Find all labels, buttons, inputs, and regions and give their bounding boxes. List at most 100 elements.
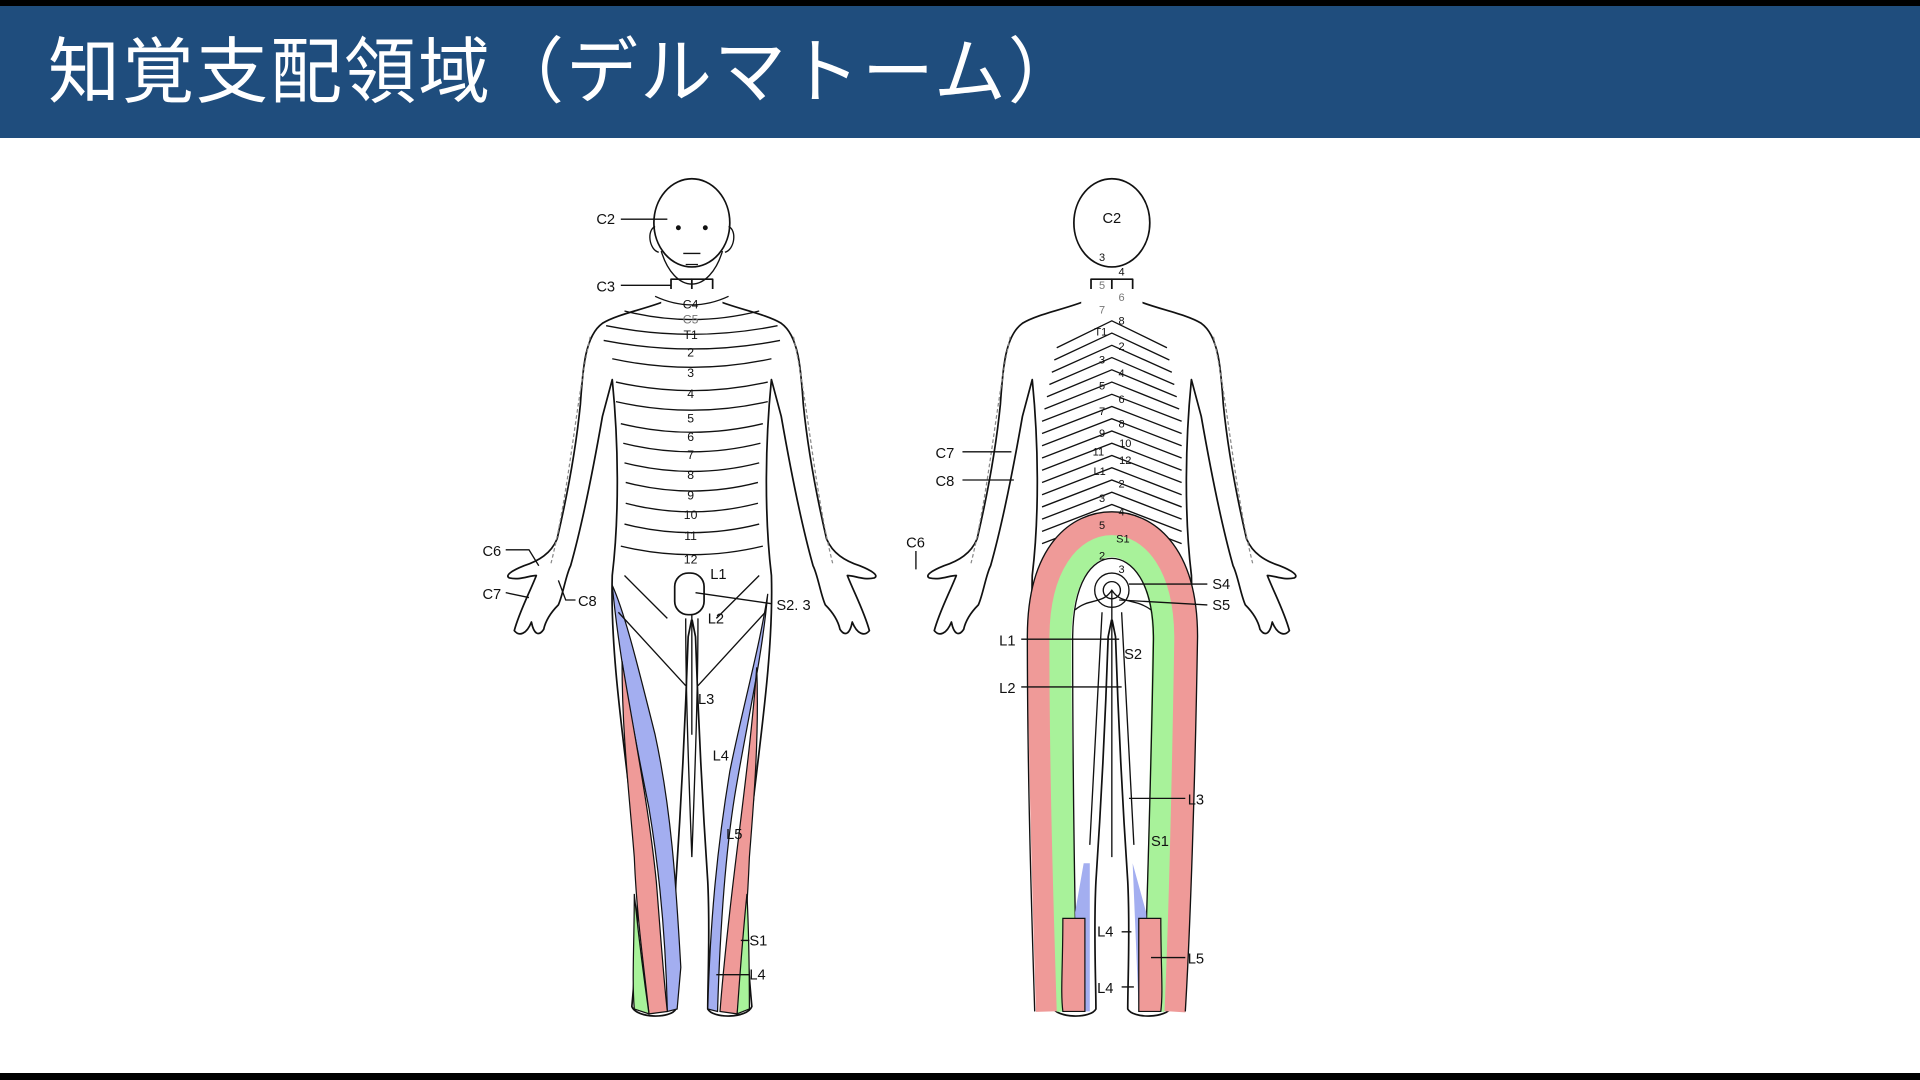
front-label-l2: L2 — [708, 611, 724, 627]
back-label-c4: 4 — [1119, 267, 1125, 279]
back-label-c6: 6 — [1119, 292, 1125, 304]
back-label-arm-c7: C7 — [936, 446, 955, 462]
front-label-t2: 2 — [687, 345, 694, 359]
back-label-t7: 7 — [1099, 406, 1105, 418]
front-leg-midline — [685, 614, 699, 858]
front-right-l4-region — [707, 593, 769, 1013]
front-eye-left — [675, 225, 681, 231]
back-label-l2: 2 — [1119, 478, 1125, 490]
dermatome-boundary — [654, 295, 729, 306]
front-label-t11: 11 — [684, 529, 697, 543]
back-label-arm-c8: C8 — [936, 474, 955, 490]
dermatome-boundary — [1041, 393, 1182, 422]
front-label-t10: 10 — [684, 508, 698, 522]
back-figure: C2 3 4 5 6 7 8 T1 2 3 4 5 6 7 8 9 10 11 … — [906, 177, 1297, 1017]
front-eye-right — [702, 225, 708, 231]
back-label-leg-s2: S2 — [1124, 647, 1142, 663]
dermatome-boundary — [1041, 405, 1182, 435]
back-label-leg-s1: S1 — [1151, 834, 1169, 850]
back-label-s5: S5 — [1212, 598, 1230, 614]
back-label-t6: 6 — [1119, 394, 1125, 406]
dermatome-boundary — [612, 358, 772, 368]
back-head — [1073, 177, 1151, 268]
front-label-s1: S1 — [749, 933, 767, 949]
dermatome-boundary — [624, 462, 760, 473]
back-label-leg-l5: L5 — [1188, 952, 1204, 968]
front-label-c5: C5 — [683, 312, 699, 326]
back-label-c3: 3 — [1099, 252, 1105, 264]
back-label-t9: 9 — [1099, 428, 1105, 440]
front-label-c3: C3 — [596, 279, 615, 295]
back-label-l3: 3 — [1099, 493, 1105, 505]
front-left-s1-region — [632, 893, 650, 1015]
front-label-s23: S2. 3 — [776, 598, 810, 614]
front-label-t7: 7 — [687, 448, 694, 462]
dermatome-boundary — [1041, 418, 1182, 447]
back-l5-region — [1027, 511, 1198, 1013]
dermatome-boundary — [624, 310, 760, 321]
dermatome-boundary — [625, 502, 759, 513]
dermatome-boundary — [1049, 356, 1175, 386]
front-label-l1: L1 — [710, 567, 726, 583]
back-label-l1: L1 — [1093, 466, 1105, 478]
back-label-c2: C2 — [1102, 211, 1121, 227]
front-trunk-dermatome-bands — [603, 295, 781, 556]
back-label-s4: S4 — [1212, 577, 1230, 593]
back-label-l4: 4 — [1119, 507, 1125, 519]
back-label-foot-l4: L4 — [1097, 981, 1113, 997]
front-ears — [649, 225, 735, 253]
back-label-leg-l1: L1 — [999, 633, 1015, 649]
front-leader-lines — [505, 218, 772, 976]
dermatome-boundary — [620, 545, 764, 556]
dermatome-boundary — [1041, 479, 1182, 508]
front-label-t1: T1 — [683, 328, 697, 342]
back-label-t5: 5 — [1099, 380, 1105, 392]
dermatome-boundary — [605, 325, 778, 335]
front-label-t12: 12 — [684, 552, 698, 566]
dermatome-boundary — [1041, 503, 1182, 533]
front-head — [653, 177, 731, 268]
dermatome-boundary — [1041, 442, 1182, 471]
back-label-t2: 2 — [1119, 341, 1125, 353]
front-label-t6: 6 — [687, 430, 694, 444]
back-label-t8: 8 — [1119, 418, 1125, 430]
dermatome-boundary — [1041, 467, 1182, 496]
front-label-l3: L3 — [698, 692, 714, 708]
back-label-s3: 3 — [1119, 564, 1125, 576]
back-label-c8: 8 — [1119, 315, 1125, 327]
front-label-t9: 9 — [687, 489, 694, 503]
front-label-c4: C4 — [683, 298, 699, 312]
front-label-l4-foot: L4 — [749, 968, 765, 984]
dermatome-boundary — [1054, 332, 1170, 361]
front-figure: C2 C3 C4 C5 T1 2 3 4 5 6 7 8 9 10 11 12 … — [482, 177, 877, 1017]
dermatome-boundary — [1056, 320, 1168, 349]
back-label-t12: 12 — [1119, 455, 1131, 467]
back-label-t4: 4 — [1119, 368, 1125, 380]
front-label-t3: 3 — [687, 366, 694, 380]
front-label-t4: 4 — [687, 387, 694, 401]
front-label-t8: 8 — [687, 468, 694, 482]
dermatome-boundary — [1041, 454, 1182, 484]
front-label-c2: C2 — [596, 212, 615, 228]
back-heel-regions — [1061, 917, 1163, 1013]
back-label-leg-l3: L3 — [1188, 792, 1204, 808]
back-label-leg-l2: L2 — [999, 681, 1015, 697]
dermatome-boundary — [625, 481, 759, 492]
front-label-c6: C6 — [482, 544, 501, 560]
top-border — [0, 0, 1920, 6]
slide-title: 知覚支配領域（デルマトーム） — [48, 30, 1082, 114]
front-label-c7: C7 — [482, 587, 501, 603]
back-label-s2: 2 — [1099, 551, 1105, 563]
back-label-t1: T1 — [1094, 327, 1107, 339]
back-arm-dermatome-lines — [970, 336, 1254, 564]
front-right-s1-region — [736, 893, 751, 1015]
slide-header: 知覚支配領域（デルマトーム） — [0, 6, 1920, 138]
back-label-c7: 7 — [1099, 304, 1105, 316]
bottom-border — [0, 1073, 1920, 1080]
back-leader-lines — [915, 451, 1208, 988]
dermatome-boundary — [1041, 491, 1182, 520]
back-region-borders — [1026, 511, 1199, 1012]
dermatome-boundary — [623, 442, 761, 453]
dermatome-boundary — [1044, 381, 1180, 410]
